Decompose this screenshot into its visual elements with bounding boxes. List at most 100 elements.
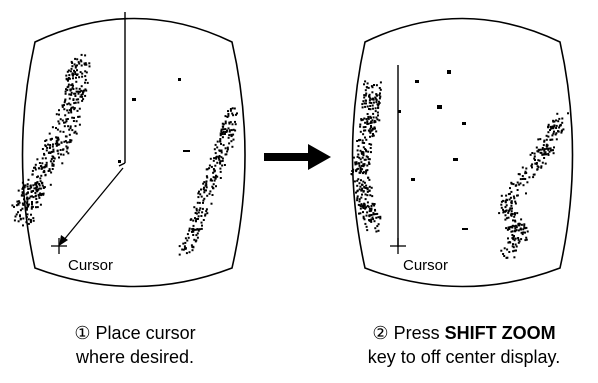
- echo-dot: [541, 161, 544, 164]
- echo-dot: [71, 83, 74, 86]
- echo-dot: [58, 122, 61, 125]
- echo-dot: [543, 152, 546, 155]
- echo-dot: [366, 201, 369, 204]
- echo-dot: [195, 209, 198, 212]
- echo-dot: [556, 112, 559, 115]
- echo-dot: [536, 150, 539, 153]
- echo-dot: [358, 188, 361, 191]
- echo-dot: [196, 228, 199, 231]
- echo-dot: [219, 160, 222, 163]
- echo-dot: [219, 161, 221, 164]
- echo-dot: [378, 102, 381, 104]
- echo-dot: [547, 125, 550, 128]
- echo-dot: [29, 221, 32, 224]
- echo-dot: [196, 232, 199, 235]
- echo-dot: [372, 213, 375, 216]
- echo-dot: [79, 90, 82, 93]
- echo-dot: [498, 212, 501, 215]
- echo-dot: [21, 192, 24, 195]
- echo-dot: [84, 62, 87, 65]
- radar-echoes: [350, 70, 569, 259]
- echo-dot: [352, 168, 355, 171]
- echo-dot: [227, 136, 230, 139]
- echo-dot: [27, 188, 30, 190]
- echo-dot: [34, 168, 37, 171]
- echo-dot: [198, 209, 201, 212]
- echo-dot: [361, 103, 364, 106]
- step2-press: Press: [393, 323, 440, 343]
- echo-dot: [22, 224, 24, 227]
- echo-dot: [15, 204, 18, 207]
- echo-dot: [549, 138, 552, 141]
- echo-dot: [514, 243, 517, 246]
- echo-dot: [75, 87, 78, 90]
- echo-dot: [515, 249, 517, 252]
- echo-dot: [548, 150, 551, 153]
- echo-dot: [535, 163, 538, 165]
- echo-dot: [378, 94, 381, 97]
- echo-dot: [84, 75, 87, 78]
- echo-dot: [545, 145, 548, 148]
- echo-dot: [372, 203, 375, 206]
- echo-dot: [551, 134, 554, 137]
- echo-dot: [516, 212, 519, 215]
- echo-dot: [379, 92, 381, 95]
- echo-dot: [540, 166, 543, 169]
- echo-dot: [66, 147, 69, 150]
- echo-dot: [367, 158, 370, 161]
- echo-dot: [51, 162, 54, 165]
- echo-dot: [71, 73, 74, 76]
- echo-dot: [34, 182, 37, 185]
- echo-dot: [204, 184, 207, 187]
- echo-dot: [64, 92, 67, 95]
- echo-dot: [363, 202, 366, 205]
- echo-dot: [358, 171, 361, 174]
- echo-dot: [553, 146, 555, 149]
- echo-dot: [377, 100, 380, 103]
- echo-dot: [558, 117, 561, 120]
- echo-dot: [78, 115, 81, 118]
- echo-dot: [194, 219, 197, 222]
- radar-display-before: Cursor: [11, 12, 246, 288]
- echo-dot: [21, 207, 24, 210]
- echo-dot: [509, 241, 512, 244]
- echo-dot: [35, 181, 38, 184]
- echo-dot: [74, 57, 77, 60]
- echo-dot: [369, 115, 372, 118]
- echo-dot: [35, 183, 38, 186]
- echo-dot: [215, 156, 217, 159]
- echo-dot: [51, 126, 54, 129]
- echo-dot: [369, 194, 372, 197]
- echo-dot: [525, 236, 528, 239]
- echo-dot: [231, 123, 234, 126]
- echo-dot: [64, 140, 67, 143]
- echo-dot: [352, 156, 355, 159]
- echo-dot: [522, 231, 525, 234]
- echo-dot: [35, 201, 38, 204]
- echo-dot: [211, 185, 214, 188]
- echo-dot: [375, 230, 378, 233]
- echo-dot: [512, 246, 515, 249]
- echo-dot: [375, 84, 378, 87]
- echo-dot: [76, 69, 78, 72]
- echo-dot: [66, 109, 69, 112]
- echo-dot: [39, 177, 42, 180]
- echo-dot: [76, 58, 79, 61]
- echo-dot: [88, 62, 91, 65]
- echo-dot: [83, 89, 85, 92]
- echo-dot: [371, 195, 374, 198]
- echo-dot: [514, 224, 517, 227]
- echo-dot: [504, 214, 507, 217]
- echo-dot: [225, 153, 228, 156]
- echo-dot: [68, 128, 71, 131]
- echo-dot: [85, 71, 88, 74]
- echo-dot: [228, 130, 231, 133]
- echo-dot: [230, 140, 233, 143]
- echo-dot: [356, 155, 359, 158]
- echo-dot: [62, 130, 65, 133]
- echo-dot: [364, 222, 367, 225]
- echo-dot: [374, 127, 376, 130]
- echo-dot: [178, 245, 181, 248]
- echo-dot: [41, 148, 44, 150]
- echo-dot: [512, 195, 515, 198]
